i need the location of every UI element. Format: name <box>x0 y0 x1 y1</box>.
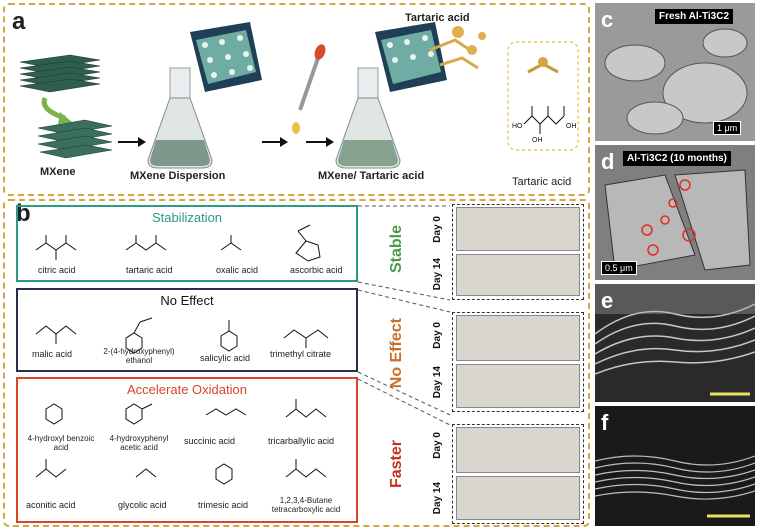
mol-salicylic-acid: salicylic acid <box>200 353 251 363</box>
stable-label: Stable <box>388 225 405 274</box>
mol-glycolic-acid: glycolic acid <box>118 500 167 510</box>
panel-f-letter: f <box>601 410 609 435</box>
panel-c-title: Fresh Al-Ti3C2 <box>655 9 734 24</box>
faster-day0-photo <box>456 427 580 473</box>
mol-malic-acid: malic acid <box>32 349 73 359</box>
arrow-2-icon <box>262 137 288 147</box>
mol-ascorbic-acid: ascorbic acid <box>290 265 343 275</box>
mol-4-hydroxyl-benzoic-acid: 4-hydroxyl benzoic acid <box>27 434 95 452</box>
pipette-icon <box>292 44 326 134</box>
mxene-label: MXene <box>40 166 76 178</box>
faster-label: Faster <box>388 440 405 489</box>
faster-day14-label: Day 14 <box>432 482 443 515</box>
accelerate-box: Accelerate Oxidation <box>16 377 358 523</box>
mol-hydroxyphenyl-ethanol: 2-(4-hydroxyphenyl) ethanol <box>103 347 175 365</box>
panel-a-illustration: HO OH OH <box>19 22 579 169</box>
panel-b-frame <box>3 199 590 527</box>
noeffect-day14-label: Day 14 <box>432 366 443 399</box>
noeffect-day14-photo <box>456 364 580 408</box>
panel-d-letter: d <box>601 149 615 174</box>
mxene-structure-1-icon <box>190 22 262 92</box>
mxene-sheets-icon <box>37 119 113 159</box>
flask-2-icon <box>335 67 401 169</box>
tartaric-molecule-icon <box>527 57 559 74</box>
panel-e-image: e <box>595 284 755 402</box>
mol-succinic-acid: succinic acid <box>184 436 236 446</box>
tartaric-acid-right-label: Tartaric acid <box>512 176 572 188</box>
accelerate-title: Accelerate Oxidation <box>127 382 247 397</box>
stabilization-title: Stabilization <box>151 210 223 225</box>
stable-day14-photo <box>456 254 580 296</box>
mol-trimethyl-citrate: trimethyl citrate <box>270 349 332 359</box>
panel-c-image: c Fresh Al-Ti3C2 1 μm <box>595 3 755 141</box>
panel-e-letter: e <box>601 288 614 313</box>
mxene-stack-icon <box>19 54 101 124</box>
accelerate-structures <box>35 399 327 485</box>
noeffect-day0-label: Day 0 <box>432 322 443 349</box>
faster-day0-label: Day 0 <box>432 432 443 459</box>
tartaric-acid-box: HO OH OH <box>507 41 579 151</box>
panel-c-letter: c <box>601 7 614 32</box>
mol-citric-acid: citric acid <box>38 265 76 275</box>
mxene-dispersion-label: MXene Dispersion <box>130 170 226 182</box>
no-effect-title: No Effect <box>160 293 214 308</box>
faster-photos-frame <box>452 424 584 524</box>
svg-text:OH: OH <box>566 123 577 130</box>
tartaric-acid-top-label: Tartaric acid <box>405 12 470 24</box>
mol-oxalic-acid: oxalic acid <box>216 265 259 275</box>
stabilization-structures <box>35 224 321 262</box>
panel-a-letter: a <box>12 8 26 35</box>
svg-text:OH: OH <box>532 137 543 144</box>
no-effect-photos-frame <box>452 312 584 412</box>
no-effect-box: No Effect <box>16 288 358 372</box>
stable-day14-label: Day 14 <box>432 258 443 291</box>
faster-day14-photo <box>456 476 580 520</box>
no-effect-structures <box>35 317 329 354</box>
panel-a-frame <box>3 3 590 196</box>
svg-text:HO: HO <box>512 123 523 130</box>
mxene-structure-2-icon <box>375 22 486 92</box>
mol-tartaric-acid: tartaric acid <box>126 265 173 275</box>
panel-d-title: Al-Ti3C2 (10 months) <box>623 151 731 166</box>
mol-trimesic-acid: trimesic acid <box>198 500 249 510</box>
mol-4-hydroxyphenyl-acetic-acid: 4-hydroxyphenyl acetic acid <box>109 434 169 452</box>
noeffect-day0-photo <box>456 315 580 361</box>
stable-photos-frame <box>452 204 584 300</box>
mxene-tartaric-label: MXene/ Tartaric acid <box>318 170 425 182</box>
arrow-1-icon <box>118 137 146 147</box>
stable-day0-label: Day 0 <box>432 216 443 243</box>
mol-tricarballylic-acid: tricarballylic acid <box>268 436 335 446</box>
no-effect-label: No Effect <box>388 318 405 389</box>
panel-c-scale: 1 μm <box>713 121 742 135</box>
mol-aconitic-acid: aconitic acid <box>26 500 76 510</box>
flask-1-icon <box>147 67 213 169</box>
mol-butane-tetracarboxylic-acid: 1,2,3,4-Butane tetracarboxylic acid <box>271 496 341 514</box>
arrow-3-icon <box>306 137 334 147</box>
panel-d-image: d Al-Ti3C2 (10 months) 0.5 μm <box>595 145 755 280</box>
stable-day0-photo <box>456 207 580 251</box>
panel-f-image: f <box>595 406 755 526</box>
panel-d-scale: 0.5 μm <box>601 261 637 275</box>
stabilization-box: Stabilization <box>16 205 358 282</box>
